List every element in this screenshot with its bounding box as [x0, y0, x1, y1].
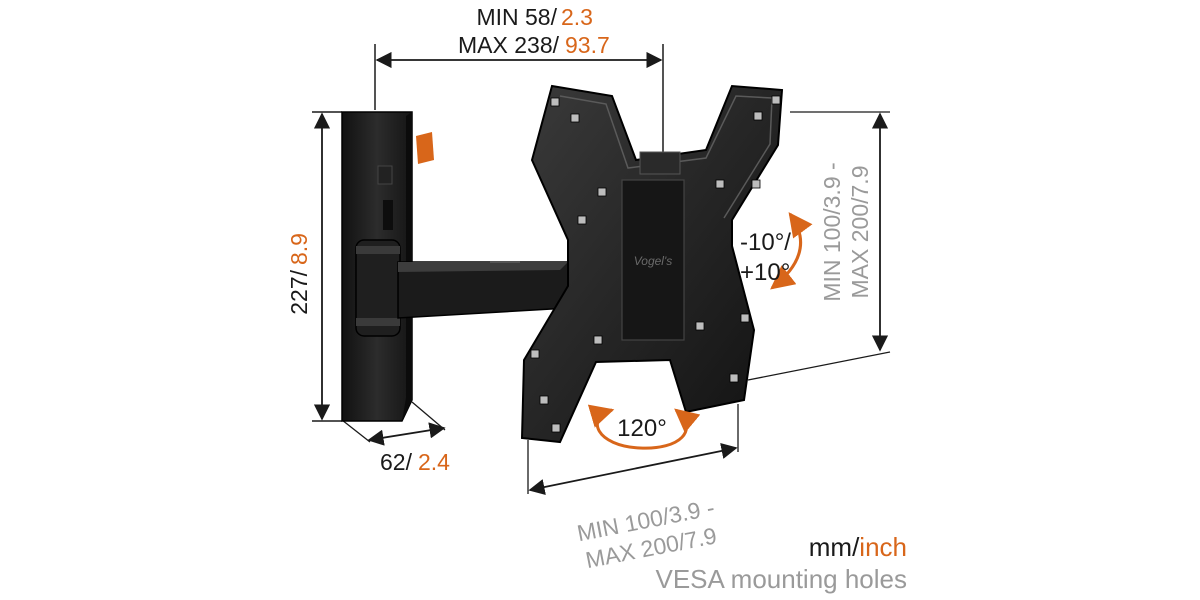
units-inch-label: inch — [859, 532, 907, 562]
depth-extension-line-right — [411, 401, 446, 431]
vesa-mounting-holes — [530, 95, 781, 433]
vesa-vertical-max-label: MAX 200/7.9 — [847, 166, 873, 299]
vesa-plate: Vogel's — [520, 84, 784, 444]
swing-arm — [355, 239, 569, 337]
tilt-indicator: -10°/ +10° — [740, 212, 813, 290]
wall-plate-orange-tab — [416, 132, 434, 164]
tilt-top-label: -10°/ — [740, 229, 791, 256]
units-mm-label: mm/ — [808, 532, 860, 562]
swivel-label: 120° — [617, 415, 667, 442]
vesa-holes-legend: VESA mounting holes — [655, 564, 908, 594]
units-legend: mm/inch — [809, 532, 907, 563]
vesa-center-channel — [621, 179, 685, 341]
depth-inch-label: 2.4 — [418, 449, 450, 475]
depth-extension-line-left — [341, 419, 371, 443]
depth-dimension-arrow — [367, 422, 446, 446]
vesa-horizontal-arrow — [528, 442, 738, 496]
depth-mm-label: 62/ — [380, 449, 413, 475]
width-max-label: MAX 238/ — [458, 32, 560, 58]
vesa-vertical-dimension: MIN 100/3.9 - MAX 200/7.9 — [747, 111, 891, 381]
tilt-arrow — [770, 212, 813, 290]
tilt-bottom-label: +10° — [740, 259, 790, 286]
width-max-inch-label: 93.7 — [565, 32, 610, 58]
width-dimension: MIN 58/ 2.3 MAX 238/ 93.7 — [374, 4, 664, 160]
vesa-vertical-min-label: MIN 100/3.9 - — [819, 162, 845, 301]
width-min-label: MIN 58/ — [476, 4, 557, 30]
vesa-vertical-extension-bottom — [747, 351, 891, 381]
brand-logo: Vogel's — [634, 254, 673, 268]
swivel-indicator: 120° — [587, 404, 701, 450]
height-mm-label: 227/ — [286, 269, 312, 314]
width-min-inch-label: 2.3 — [561, 4, 593, 30]
depth-dimension: 62/ 2.4 — [341, 401, 450, 475]
height-inch-label: 8.9 — [286, 233, 312, 265]
height-dimension: 227/ 8.9 — [286, 111, 342, 422]
